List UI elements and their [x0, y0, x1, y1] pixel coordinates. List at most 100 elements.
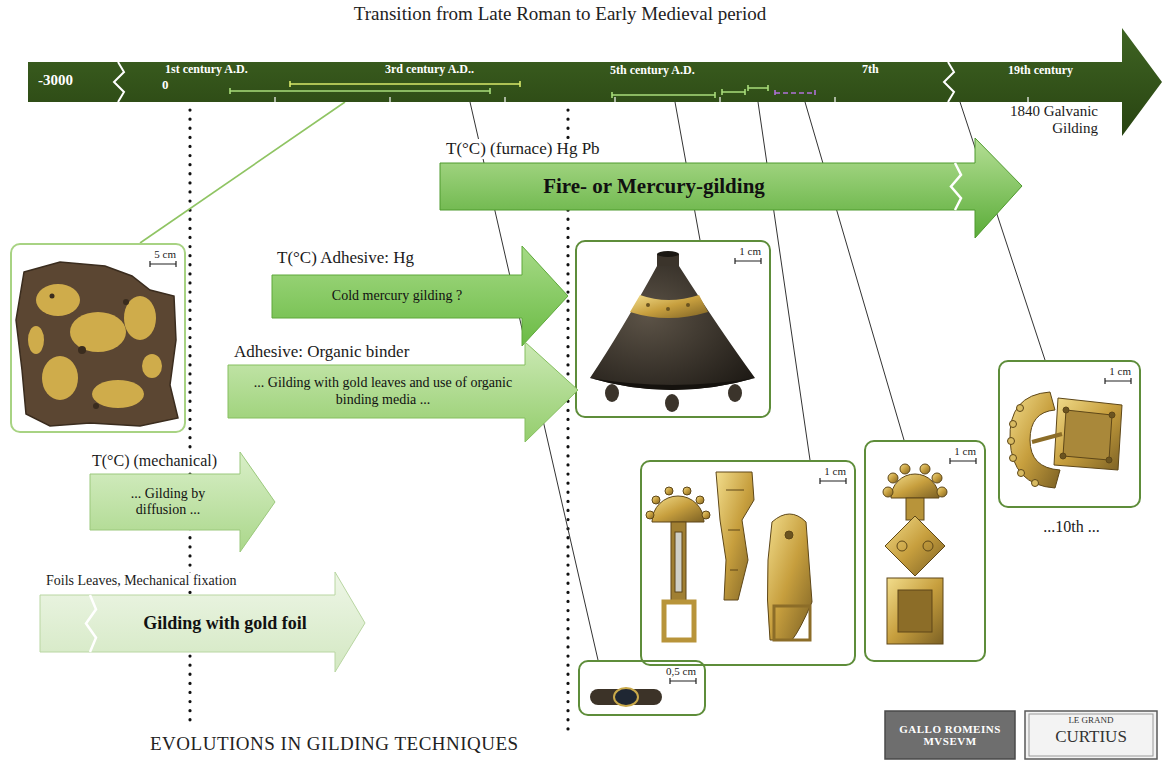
sherd-illustration: [50, 294, 55, 299]
fibula-illustration: [726, 490, 744, 570]
sherd-illustration: [50, 294, 130, 410]
buckle-illustration: [1109, 412, 1115, 418]
sherd-illustration: [36, 284, 80, 316]
buckle-illustration: [1054, 398, 1122, 470]
fibula-illustration: [932, 473, 942, 483]
scale-label: 1 cm: [1109, 365, 1131, 378]
cone-illustration: [605, 384, 742, 412]
fibula-illustration: [683, 487, 691, 495]
technique-name: ... Gilding with gold leaves and use of …: [238, 365, 528, 418]
fibula-illustration: [885, 516, 945, 576]
fibula-illustration: [883, 464, 947, 644]
period-bracket: [722, 89, 745, 95]
fibula-illustration: [923, 541, 933, 551]
museum-logo: [885, 711, 1157, 759]
break-mark: [951, 163, 961, 210]
technique-condition: T(°C) Adhesive: Hg: [275, 248, 416, 268]
museum-logo: [1025, 711, 1157, 759]
period-bracket: [230, 88, 490, 94]
buckle-illustration: [1063, 407, 1069, 413]
timeline-date: 0: [162, 78, 169, 93]
scale-bar: [820, 478, 846, 484]
leader-line: [140, 102, 345, 243]
buckle-illustration: [1008, 405, 1039, 487]
period-bracket: [290, 81, 520, 87]
buckle-illustration: [1060, 407, 1115, 463]
sherd-illustration: [42, 356, 78, 400]
fibula-illustration: [937, 487, 947, 497]
arrow-shape: [90, 452, 275, 552]
sherd-illustration: [78, 346, 86, 354]
cone-illustration: [646, 303, 690, 311]
buckle-illustration: [1008, 392, 1123, 488]
cone-illustration: [605, 384, 619, 402]
artefact-photo: 0,5 cm: [578, 660, 706, 716]
fibula-illustration: [716, 472, 754, 600]
fibula-illustration: [767, 514, 812, 640]
artefact-photo: 1 cm: [640, 460, 856, 666]
timeline-date: 5th century A.D.: [610, 64, 695, 78]
scale-bar: [735, 258, 761, 264]
technique-arrow: Foils Leaves, Mechanical fixationGilding…: [40, 572, 365, 672]
fibula-illustration: [652, 496, 704, 522]
fibula-illustration: [883, 487, 893, 497]
sherd-illustration: [123, 299, 129, 305]
technique-name: Gilding with gold foil: [95, 595, 355, 652]
diagram-caption: EVOLUTIONS IN GILDING TECHNIQUES: [150, 733, 519, 755]
fibula-illustration: [888, 473, 898, 483]
fibula-illustration: [702, 511, 710, 519]
fibula-illustration: [898, 590, 932, 632]
cone-illustration: [630, 295, 708, 318]
timeline-arrow: -30001st century A.D.03rd century A.D..5…: [28, 62, 1122, 102]
fibula-illustration: [920, 464, 930, 474]
fibula-illustration: [696, 496, 704, 504]
fibula-illustration: [646, 511, 654, 519]
timeline-tick: [389, 97, 390, 102]
period-bracket: [748, 85, 768, 91]
arrow-shape: [272, 246, 568, 346]
fibula-illustration: [897, 541, 907, 551]
break-mark: [944, 62, 954, 102]
cone-illustration: [686, 303, 690, 307]
timeline-tick: [834, 97, 835, 102]
technique-condition: T(°C) (mechanical): [90, 452, 219, 470]
timeline-date: -3000: [38, 72, 73, 89]
sherd-illustration: [93, 403, 99, 409]
buckle-illustration: [1032, 434, 1062, 442]
cone-illustration: [728, 384, 742, 402]
buckle-illustration: [1017, 405, 1024, 412]
fibula-illustration: [887, 578, 943, 644]
leader-line: [758, 102, 810, 460]
sherd-illustration: [70, 312, 126, 352]
sherd-illustration: [142, 354, 162, 378]
buckle-illustration: [1010, 421, 1017, 428]
museum-logo: LE GRAND: [1030, 716, 1152, 726]
fibula-illustration: [664, 602, 694, 640]
technique-arrow: Adhesive: Organic binder... Gilding with…: [228, 342, 578, 442]
arrow-shape: [40, 572, 365, 672]
timeline-tick: [1027, 97, 1028, 102]
technique-name: Cold mercury gilding ?: [282, 275, 512, 318]
scale-label: 1 cm: [739, 245, 761, 258]
scale-label: 1 cm: [954, 445, 976, 458]
cone-illustration: [666, 307, 670, 311]
technique-name: Fire- or Mercury-gilding: [454, 163, 854, 210]
technique-arrow: T(°C) Adhesive: Hg Cold mercury gilding ?: [272, 246, 568, 346]
ring-illustration: [614, 688, 638, 706]
fibula-illustration: [785, 531, 793, 539]
buckle-illustration: [1018, 470, 1025, 477]
technique-name: ... Gilding by diffusion ...: [112, 474, 224, 530]
timeline-date: 3rd century A.D..: [385, 63, 474, 77]
sherd-illustration: [28, 326, 44, 354]
buckle-illustration: [1008, 438, 1015, 445]
ring-illustration: [590, 689, 662, 705]
technique-condition: T(°C) (furnace) Hg Pb: [444, 139, 602, 159]
period-bracket: [612, 92, 715, 98]
scale-label: 5 cm: [154, 248, 176, 261]
fibula-illustration: [646, 472, 812, 640]
technique-arrow: T(°C) (furnace) Hg Pb Fire- or Mercury-gi…: [440, 138, 1022, 238]
fibula-illustration: [883, 464, 947, 497]
technique-arrow: T(°C) (mechanical) ... Gilding by diffusi…: [90, 452, 275, 552]
